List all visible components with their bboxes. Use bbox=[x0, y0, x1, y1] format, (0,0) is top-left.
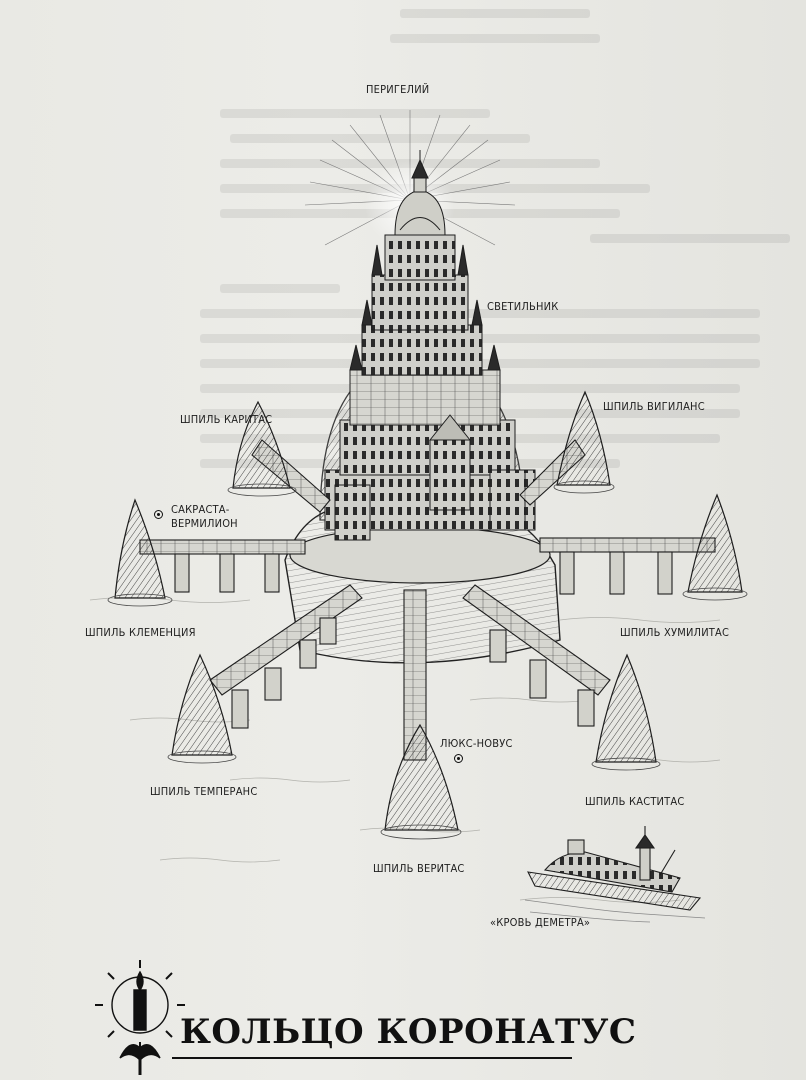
title-underline bbox=[172, 1057, 572, 1059]
label-spire-clementia: ШПИЛЬ КЛЕМЕНЦИЯ bbox=[85, 626, 196, 639]
label-spire-humilitas: ШПИЛЬ ХУМИЛИТАС bbox=[620, 626, 730, 639]
spire-vigilans-rock bbox=[556, 390, 611, 486]
location-marker-lux-novus bbox=[454, 754, 463, 763]
ship-demeter bbox=[527, 826, 702, 911]
label-sacrasta-line1: САКРАСТА- bbox=[171, 503, 230, 516]
label-spire-temperans: ШПИЛЬ ТЕМПЕРАНС bbox=[150, 785, 258, 798]
label-perigeliy: ПЕРИГЕЛИЙ bbox=[366, 83, 430, 96]
coronatus-emblem bbox=[95, 960, 185, 1075]
bridges bbox=[139, 439, 716, 761]
label-lux-novus: ЛЮКС-НОВУС bbox=[440, 737, 513, 750]
spire-caritas-rock bbox=[232, 400, 291, 489]
spires bbox=[114, 390, 743, 831]
spire-humilitas-rock bbox=[687, 493, 743, 593]
label-spire-caritas: ШПИЛЬ КАРИТАС bbox=[180, 413, 273, 426]
label-spire-vigilans: ШПИЛЬ ВИГИЛАНС bbox=[603, 400, 705, 413]
spire-clementia-rock bbox=[114, 498, 166, 599]
label-sacrasta-line2: ВЕРМИЛИОН bbox=[171, 517, 238, 530]
label-svetilnik: СВЕТИЛЬНИК bbox=[487, 300, 559, 313]
label-demeter-blood: «КРОВЬ ДЕМЕТРА» bbox=[490, 916, 591, 929]
page-title: КОЛЬЦО КОРОНАТУС bbox=[180, 1012, 637, 1052]
label-spire-castitas: ШПИЛЬ КАСТИТАС bbox=[585, 795, 685, 808]
spire-city bbox=[324, 150, 536, 541]
spire-veritas-rock bbox=[384, 723, 459, 831]
section-heading: КОЛЬЦО КОРОНАТУС bbox=[100, 960, 636, 1070]
spire-bases bbox=[107, 480, 748, 840]
spire-temperans-rock bbox=[171, 653, 233, 756]
label-spire-veritas: ШПИЛЬ ВЕРИТАС bbox=[373, 862, 465, 875]
location-marker-sacrasta bbox=[154, 510, 163, 519]
central-island-terrace bbox=[289, 526, 551, 584]
spire-castitas-rock bbox=[595, 653, 657, 763]
